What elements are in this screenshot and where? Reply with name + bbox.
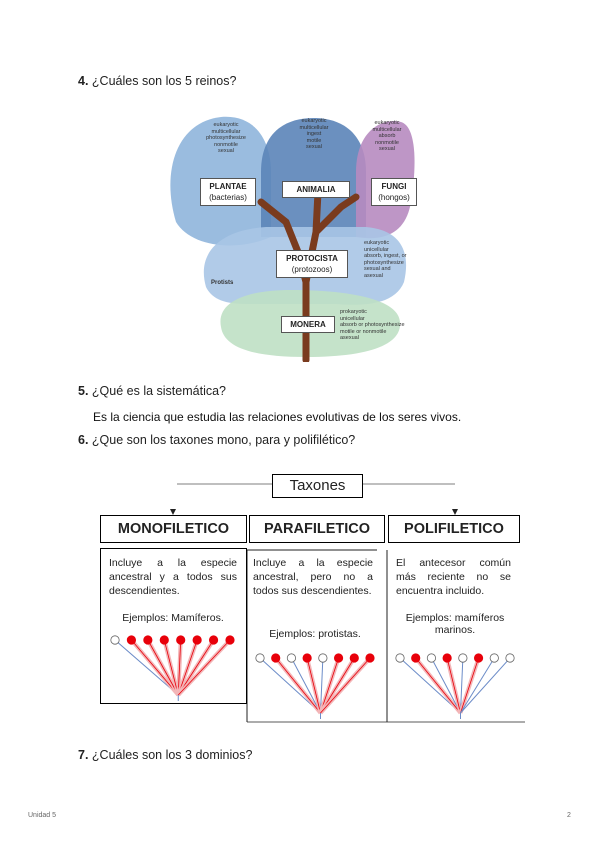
footer-unit: Unidad 5 [28, 812, 56, 819]
taxa-concept-map: Taxones MONOFILETICO PARAFILETICO POLIFI… [95, 470, 525, 730]
fungi-sub: (hongos) [375, 192, 413, 203]
cladogram-tip [287, 654, 295, 662]
label-fungi: FUNGI (hongos) [371, 178, 417, 206]
label-plantae: PLANTAE (bacterias) [200, 178, 256, 206]
protists-label: Protists [211, 280, 233, 287]
label-monera: MONERA [281, 316, 335, 333]
cladogram-tip [319, 654, 327, 662]
cladogram-tip [396, 654, 404, 662]
question-text: ¿Cuáles son los 3 dominios? [92, 748, 253, 762]
cladogram-tip [366, 654, 374, 662]
label-protocista: PROTOCISTA (protozoos) [276, 250, 348, 278]
monophyletic-example: Ejemplos: Mamíferos. [105, 612, 241, 624]
label-animalia: ANIMALIA [282, 181, 350, 198]
question-5: 5. ¿Qué es la sistemática? [78, 384, 226, 398]
question-number: 6. [78, 433, 88, 447]
answer-5: Es la ciencia que estudia las relaciones… [93, 410, 461, 424]
cladogram-tip [412, 654, 420, 662]
cladogram-branch-core [461, 658, 479, 713]
question-4: 4. ¿Cuáles son los 5 reinos? [78, 74, 236, 88]
page-number: 2 [567, 812, 571, 819]
plantae-name: PLANTAE [204, 181, 252, 192]
polyphyletic-title: POLIFILETICO [388, 515, 520, 543]
trait-line: asexual [364, 273, 419, 280]
polyphyletic-cladogram [396, 654, 514, 719]
monophyletic-title: MONOFILETICO [100, 515, 247, 543]
cladogram-tip [474, 654, 482, 662]
question-text: ¿Qué es la sistemática? [92, 384, 226, 398]
question-text: ¿Que son los taxones mono, para y polifi… [92, 433, 355, 447]
cladogram-tip [334, 654, 342, 662]
paraphyletic-description: Incluye a la especie ancestral, pero no … [253, 556, 373, 598]
question-number: 7. [78, 748, 88, 762]
paraphyletic-title: PARAFILETICO [249, 515, 385, 543]
trait-line: sexual [284, 144, 344, 151]
fungi-name: FUNGI [375, 181, 413, 192]
question-number: 5. [78, 384, 88, 398]
cladogram-tip [303, 654, 311, 662]
cladogram-tip [350, 654, 358, 662]
protocista-name: PROTOCISTA [280, 253, 344, 264]
polyphyletic-description: El antecesor común más reciente no se en… [396, 556, 511, 598]
cladogram-tip [459, 654, 467, 662]
trait-line: sexual [360, 146, 414, 153]
trait-line: absorb or photosynthesize [340, 322, 410, 329]
taxa-title: Taxones [272, 474, 363, 498]
protocista-sub: (protozoos) [280, 264, 344, 275]
cladogram-tip [490, 654, 498, 662]
question-number: 4. [78, 74, 88, 88]
protist-traits: eukaryoticunicellularabsorb, ingest, orp… [364, 240, 419, 279]
question-7: 7. ¿Cuáles son los 3 dominios? [78, 748, 252, 762]
question-6: 6. ¿Que son los taxones mono, para y pol… [78, 433, 355, 447]
question-text: ¿Cuáles son los 5 reinos? [92, 74, 237, 88]
paraphyletic-example: Ejemplos: protistas. [253, 628, 377, 640]
trait-line: sexual [196, 148, 256, 155]
animalia-name: ANIMALIA [286, 184, 346, 195]
polyphyletic-example: Ejemplos: mamíferos marinos. [396, 612, 514, 636]
monophyletic-description: Incluye a la especie ancestral y a todos… [109, 556, 237, 598]
cladogram-tip [272, 654, 280, 662]
cladogram-tip [427, 654, 435, 662]
paraphyletic-cladogram [256, 654, 374, 719]
cladogram-tip [256, 654, 264, 662]
cladogram-tip [443, 654, 451, 662]
plantae-sub: (bacterias) [204, 192, 252, 203]
trait-line: asexual [340, 335, 410, 342]
cladogram-tip [506, 654, 514, 662]
monera-name: MONERA [285, 319, 331, 330]
